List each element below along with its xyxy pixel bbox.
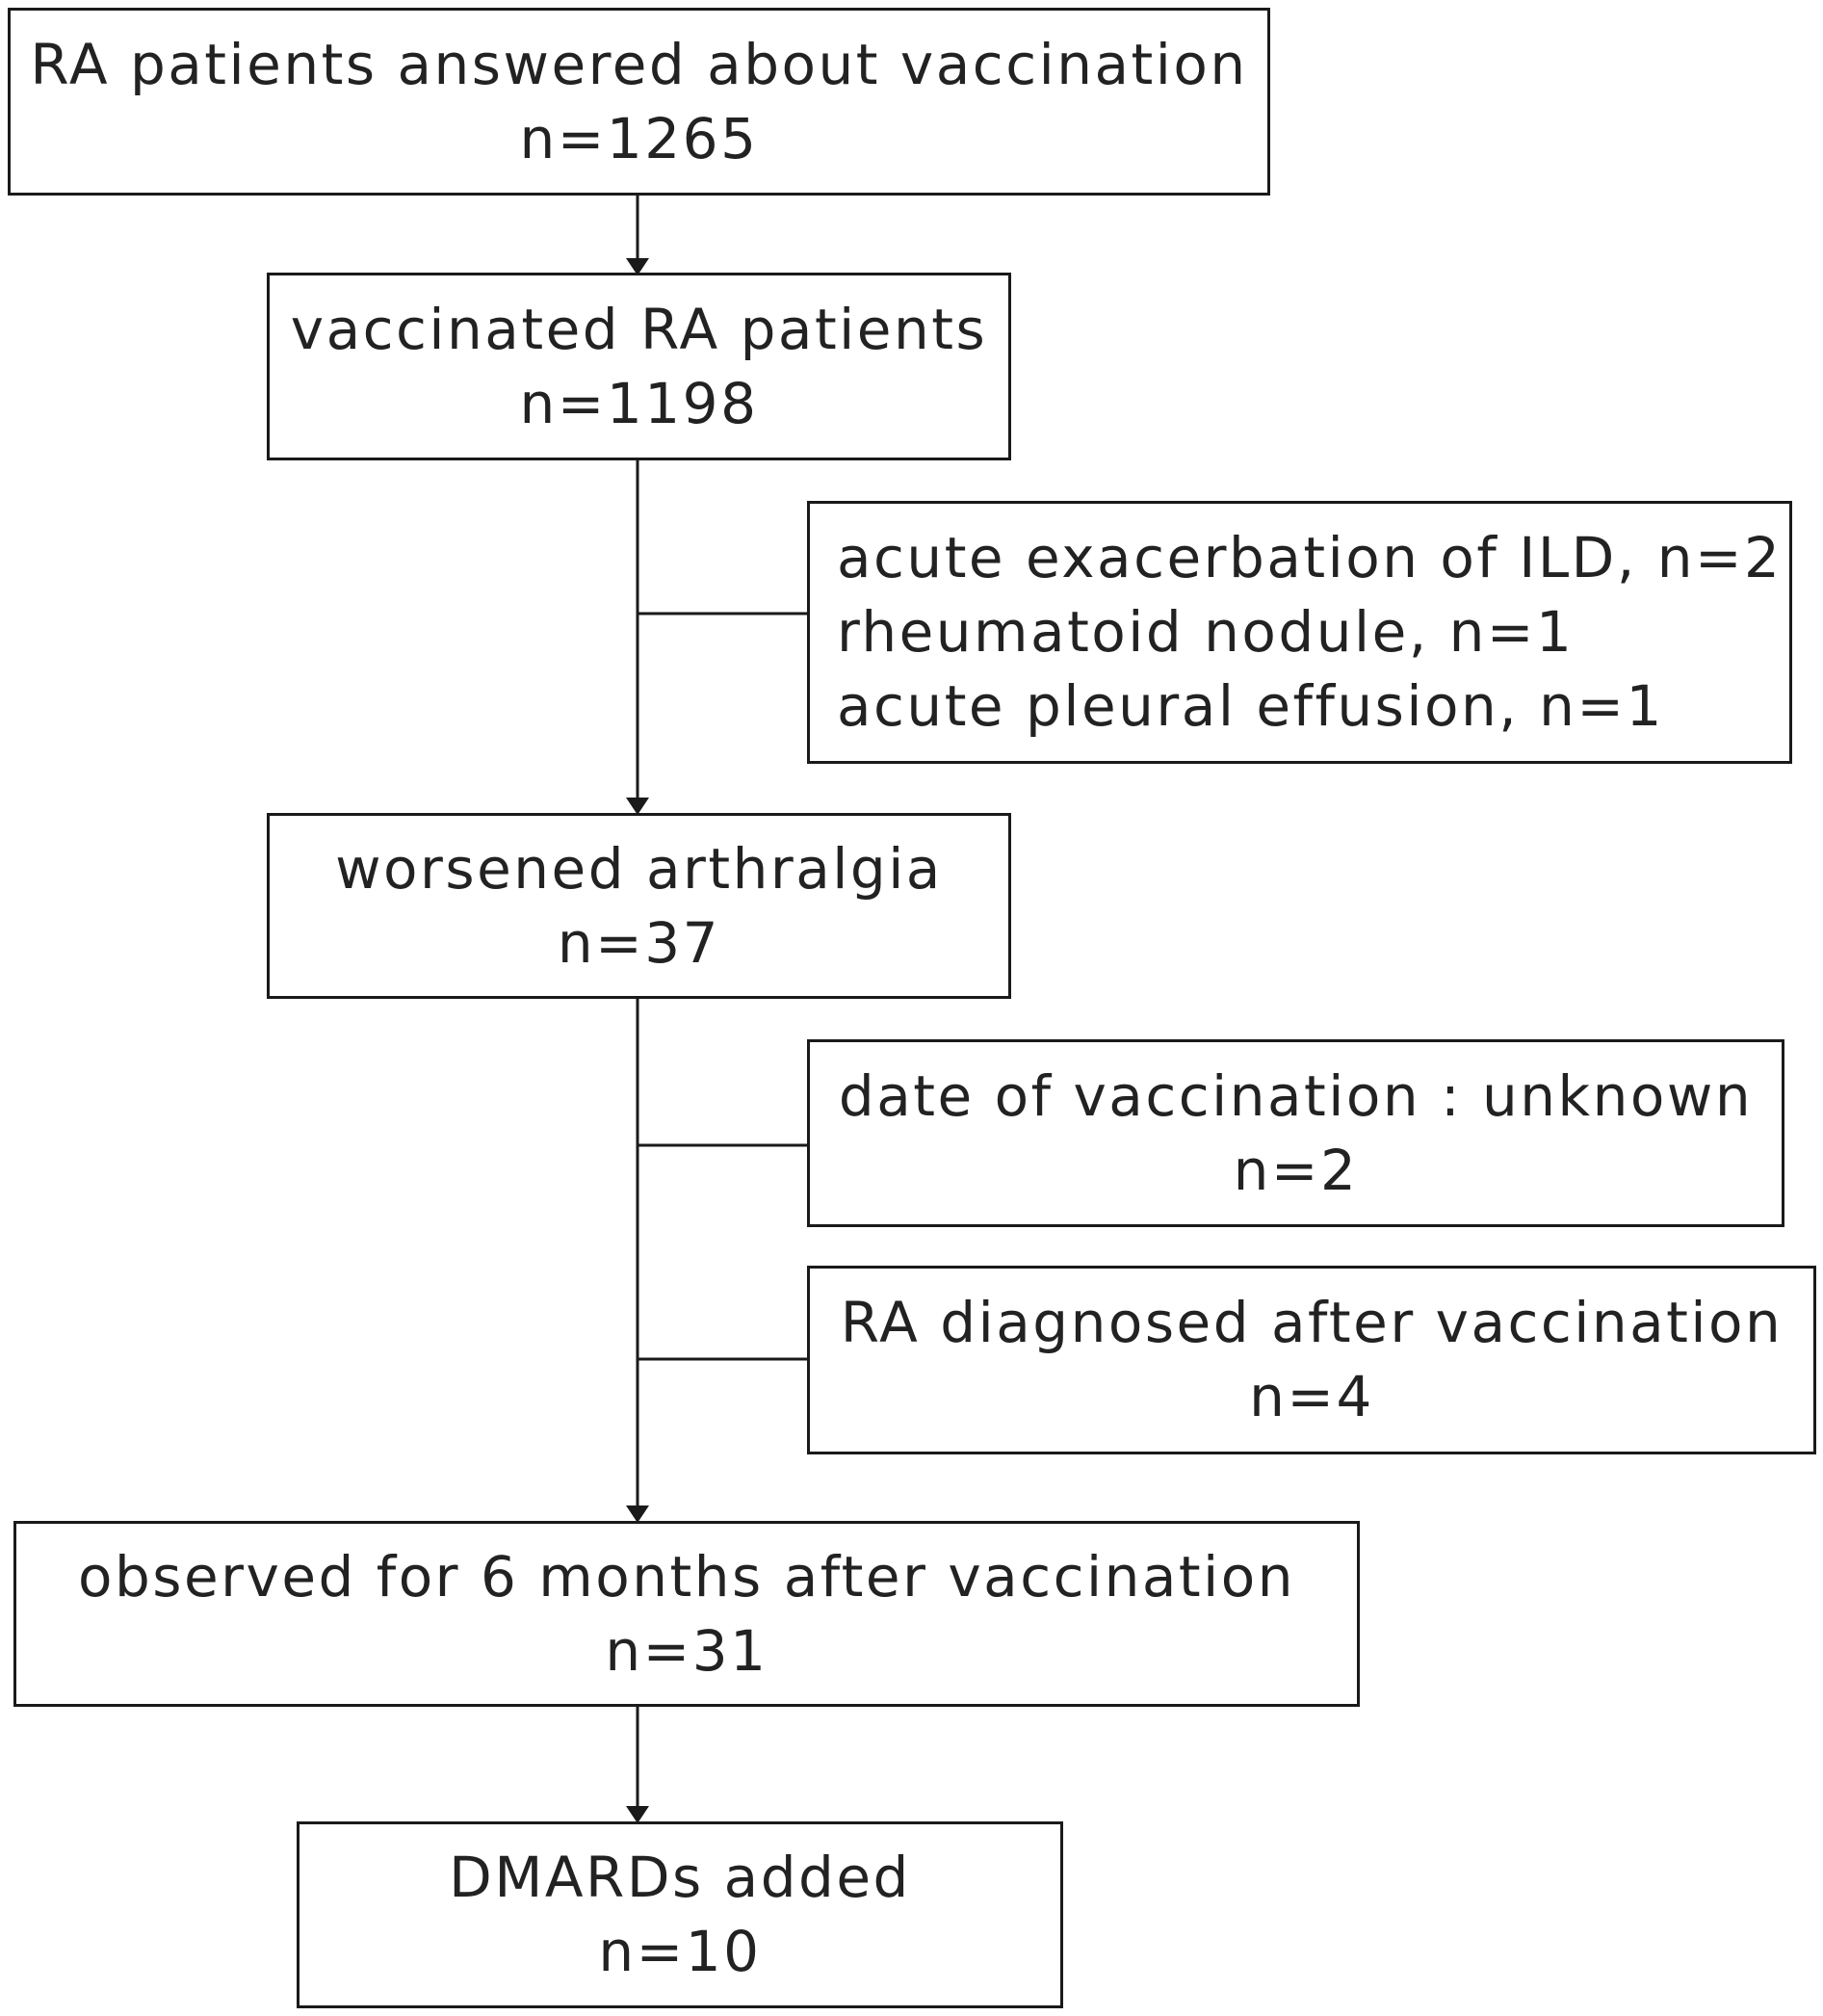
box-observed-count: n=31 <box>605 1617 768 1684</box>
box-excluded-2-count: n=2 <box>1233 1137 1359 1203</box>
box-excluded-2: date of vaccination : unknown n=2 <box>807 1039 1784 1227</box>
box-dmards-label: DMARDs added <box>449 1845 911 1910</box>
box-answered: RA patients answered about vaccination n… <box>8 8 1270 196</box>
arrowhead-icon <box>626 1505 649 1523</box>
arrowhead-icon <box>626 798 649 815</box>
box-worsened-label: worsened arthralgia <box>335 835 943 902</box>
box-observed-label: observed for 6 months after vaccination <box>77 1543 1296 1610</box>
box-excluded-1-line-3: acute pleural effusion, n=1 <box>837 673 1664 739</box>
box-worsened-count: n=37 <box>557 909 721 976</box>
box-excluded-1-line-2: rheumatoid nodule, n=1 <box>837 599 1575 665</box>
box-excluded-2-label: date of vaccination : unknown <box>838 1062 1754 1129</box>
box-vaccinated-count: n=1198 <box>519 370 759 436</box>
arrowhead-icon <box>626 1806 649 1823</box>
box-excluded-1: acute exacerbation of ILD, n=2 rheumatoi… <box>807 501 1792 764</box>
box-excluded-3-count: n=4 <box>1249 1364 1374 1429</box>
box-worsened: worsened arthralgia n=37 <box>267 813 1011 999</box>
box-excluded-3-label: RA diagnosed after vaccination <box>840 1290 1784 1355</box>
box-dmards: DMARDs added n=10 <box>297 1821 1063 2008</box>
box-answered-count: n=1265 <box>519 105 759 171</box>
box-excluded-3: RA diagnosed after vaccination n=4 <box>807 1266 1816 1454</box>
box-dmards-count: n=10 <box>598 1919 762 1984</box>
box-excluded-1-line-1: acute exacerbation of ILD, n=2 <box>837 525 1783 590</box>
box-vaccinated-label: vaccinated RA patients <box>290 296 988 362</box>
box-observed: observed for 6 months after vaccination … <box>13 1521 1360 1707</box>
box-answered-label: RA patients answered about vaccination <box>30 31 1248 97</box>
box-vaccinated: vaccinated RA patients n=1198 <box>267 273 1011 460</box>
arrowhead-icon <box>626 258 649 275</box>
